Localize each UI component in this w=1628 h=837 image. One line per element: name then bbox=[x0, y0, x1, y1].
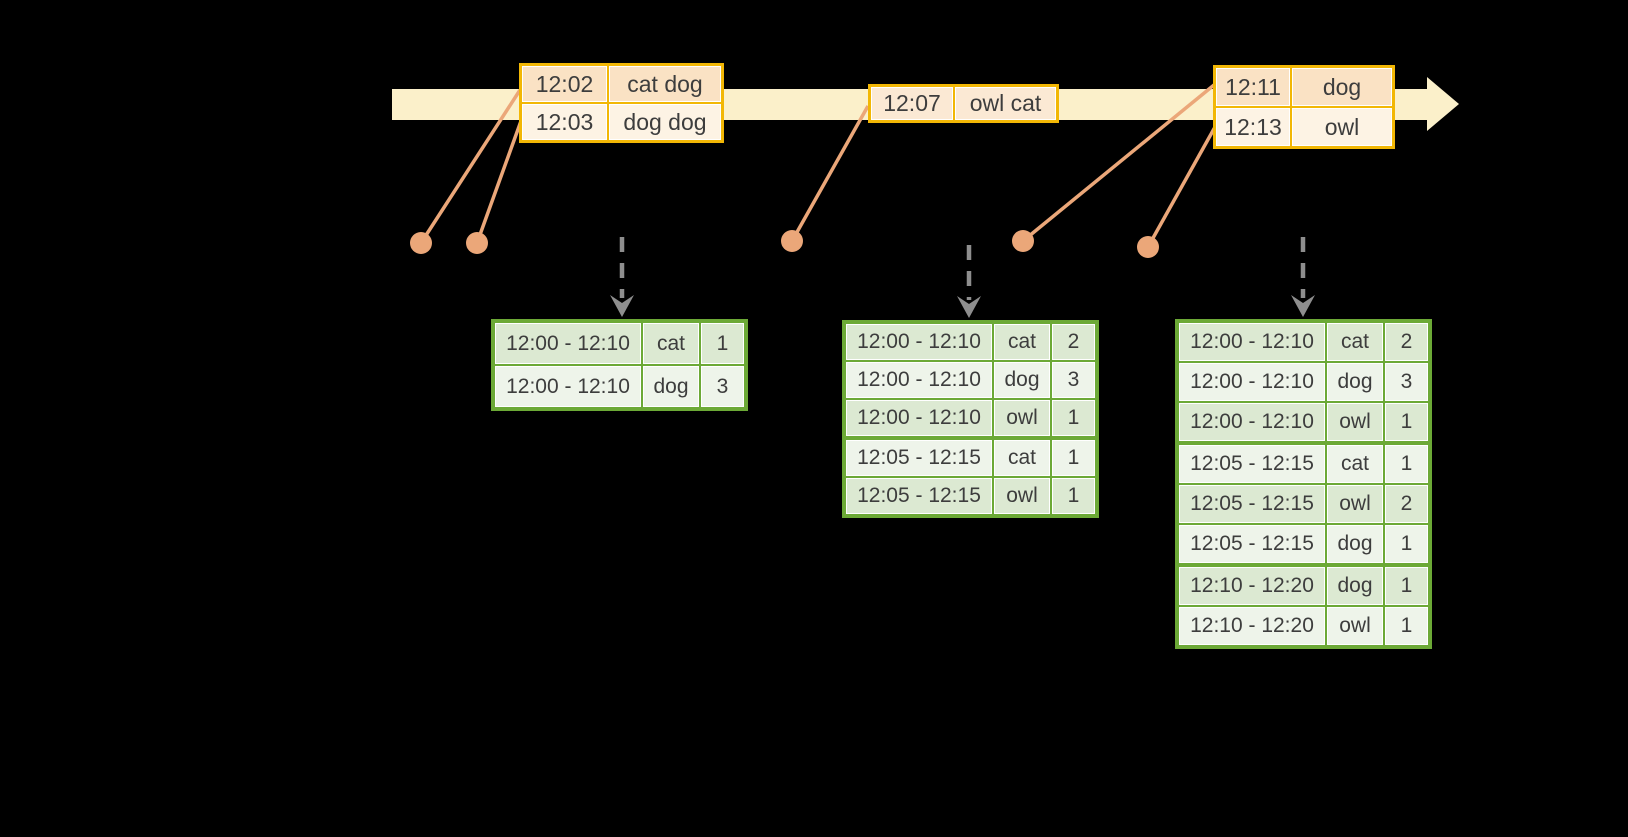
result-row: 12:00 - 12:10 owl 1 bbox=[846, 400, 1095, 436]
result-row: 12:00 - 12:10 cat 1 bbox=[495, 323, 744, 364]
word-cell: dog bbox=[1327, 525, 1383, 563]
window-cell: 12:05 - 12:15 bbox=[1179, 445, 1325, 483]
trigger-arrowhead-icon bbox=[957, 296, 981, 318]
word-cell: dog bbox=[1327, 567, 1383, 605]
result-row: 12:05 - 12:15 cat 1 bbox=[846, 440, 1095, 476]
word-cell: cat bbox=[994, 440, 1050, 476]
result-row: 12:10 - 12:20 owl 1 bbox=[1179, 607, 1428, 645]
event-time-cell: 12:02 bbox=[522, 66, 607, 102]
event-words-cell: owl cat bbox=[955, 87, 1056, 120]
word-cell: owl bbox=[1327, 485, 1383, 523]
word-cell: dog bbox=[994, 362, 1050, 398]
word-cell: owl bbox=[1327, 403, 1383, 441]
window-cell: 12:00 - 12:10 bbox=[1179, 363, 1325, 401]
result-row: 12:00 - 12:10 dog 3 bbox=[846, 362, 1095, 398]
event-table: 12:02 cat dog 12:03 dog dog bbox=[519, 63, 724, 143]
count-cell: 3 bbox=[1385, 363, 1428, 401]
result-row: 12:05 - 12:15 dog 1 bbox=[1179, 525, 1428, 563]
event-words-cell: cat dog bbox=[609, 66, 721, 102]
count-cell: 1 bbox=[701, 323, 744, 364]
trigger-arrowhead-icon bbox=[610, 295, 634, 317]
event-row: 12:13 owl bbox=[1216, 108, 1392, 146]
timeline-arrowhead-icon bbox=[1427, 77, 1459, 131]
window-cell: 12:00 - 12:10 bbox=[1179, 403, 1325, 441]
count-cell: 1 bbox=[1052, 400, 1095, 436]
result-row: 12:05 - 12:15 owl 1 bbox=[846, 478, 1095, 514]
event-words-cell: dog dog bbox=[609, 104, 721, 140]
window-cell: 12:05 - 12:15 bbox=[1179, 525, 1325, 563]
window-cell: 12:00 - 12:10 bbox=[1179, 323, 1325, 361]
word-cell: owl bbox=[994, 400, 1050, 436]
event-connector-line bbox=[1021, 83, 1216, 243]
result-table: 12:00 - 12:10 cat 1 12:00 - 12:10 dog 3 bbox=[491, 319, 748, 411]
event-connector-line bbox=[1146, 126, 1217, 248]
count-cell: 3 bbox=[1052, 362, 1095, 398]
result-row: 12:05 - 12:15 cat 1 bbox=[1179, 445, 1428, 483]
event-row: 12:03 dog dog bbox=[522, 104, 721, 140]
event-dot bbox=[1012, 230, 1034, 252]
event-connector-line bbox=[475, 120, 523, 244]
word-cell: dog bbox=[643, 366, 699, 407]
word-cell: cat bbox=[1327, 445, 1383, 483]
window-cell: 12:10 - 12:20 bbox=[1179, 567, 1325, 605]
event-time-cell: 12:07 bbox=[871, 87, 953, 120]
result-row: 12:00 - 12:10 dog 3 bbox=[495, 366, 744, 407]
event-connector-line bbox=[419, 89, 522, 244]
window-cell: 12:00 - 12:10 bbox=[846, 324, 992, 360]
event-dot bbox=[466, 232, 488, 254]
count-cell: 1 bbox=[1052, 478, 1095, 514]
count-cell: 1 bbox=[1385, 525, 1428, 563]
count-cell: 1 bbox=[1385, 607, 1428, 645]
window-cell: 12:05 - 12:15 bbox=[846, 440, 992, 476]
word-cell: cat bbox=[1327, 323, 1383, 361]
window-cell: 12:00 - 12:10 bbox=[495, 323, 641, 364]
word-cell: owl bbox=[1327, 607, 1383, 645]
word-cell: dog bbox=[1327, 363, 1383, 401]
window-cell: 12:00 - 12:10 bbox=[846, 362, 992, 398]
result-table: 12:00 - 12:10 cat 2 12:00 - 12:10 dog 3 … bbox=[1175, 319, 1432, 649]
window-cell: 12:00 - 12:10 bbox=[495, 366, 641, 407]
event-words-cell: dog bbox=[1292, 68, 1392, 106]
count-cell: 1 bbox=[1385, 403, 1428, 441]
word-cell: cat bbox=[994, 324, 1050, 360]
event-time-cell: 12:13 bbox=[1216, 108, 1290, 146]
count-cell: 1 bbox=[1052, 440, 1095, 476]
result-row: 12:00 - 12:10 dog 3 bbox=[1179, 363, 1428, 401]
trigger-arrowhead-icon bbox=[1291, 295, 1315, 317]
count-cell: 2 bbox=[1385, 485, 1428, 523]
event-dot bbox=[781, 230, 803, 252]
window-cell: 12:05 - 12:15 bbox=[846, 478, 992, 514]
word-cell: cat bbox=[643, 323, 699, 364]
event-time-cell: 12:11 bbox=[1216, 68, 1290, 106]
event-table: 12:11 dog 12:13 owl bbox=[1213, 65, 1395, 149]
event-row: 12:11 dog bbox=[1216, 68, 1392, 106]
event-table: 12:07 owl cat bbox=[868, 84, 1059, 123]
result-row: 12:00 - 12:10 cat 2 bbox=[846, 324, 1095, 360]
result-row: 12:00 - 12:10 cat 2 bbox=[1179, 323, 1428, 361]
result-row: 12:00 - 12:10 owl 1 bbox=[1179, 403, 1428, 441]
event-connector-line bbox=[790, 105, 870, 242]
word-cell: owl bbox=[994, 478, 1050, 514]
count-cell: 3 bbox=[701, 366, 744, 407]
window-cell: 12:10 - 12:20 bbox=[1179, 607, 1325, 645]
event-words-cell: owl bbox=[1292, 108, 1392, 146]
event-dot bbox=[1137, 236, 1159, 258]
count-cell: 1 bbox=[1385, 567, 1428, 605]
event-time-cell: 12:03 bbox=[522, 104, 607, 140]
count-cell: 2 bbox=[1052, 324, 1095, 360]
window-cell: 12:05 - 12:15 bbox=[1179, 485, 1325, 523]
count-cell: 2 bbox=[1385, 323, 1428, 361]
result-row: 12:10 - 12:20 dog 1 bbox=[1179, 567, 1428, 605]
event-dot bbox=[410, 232, 432, 254]
event-row: 12:07 owl cat bbox=[871, 87, 1056, 120]
count-cell: 1 bbox=[1385, 445, 1428, 483]
window-cell: 12:00 - 12:10 bbox=[846, 400, 992, 436]
result-table: 12:00 - 12:10 cat 2 12:00 - 12:10 dog 3 … bbox=[842, 320, 1099, 518]
event-row: 12:02 cat dog bbox=[522, 66, 721, 102]
result-row: 12:05 - 12:15 owl 2 bbox=[1179, 485, 1428, 523]
